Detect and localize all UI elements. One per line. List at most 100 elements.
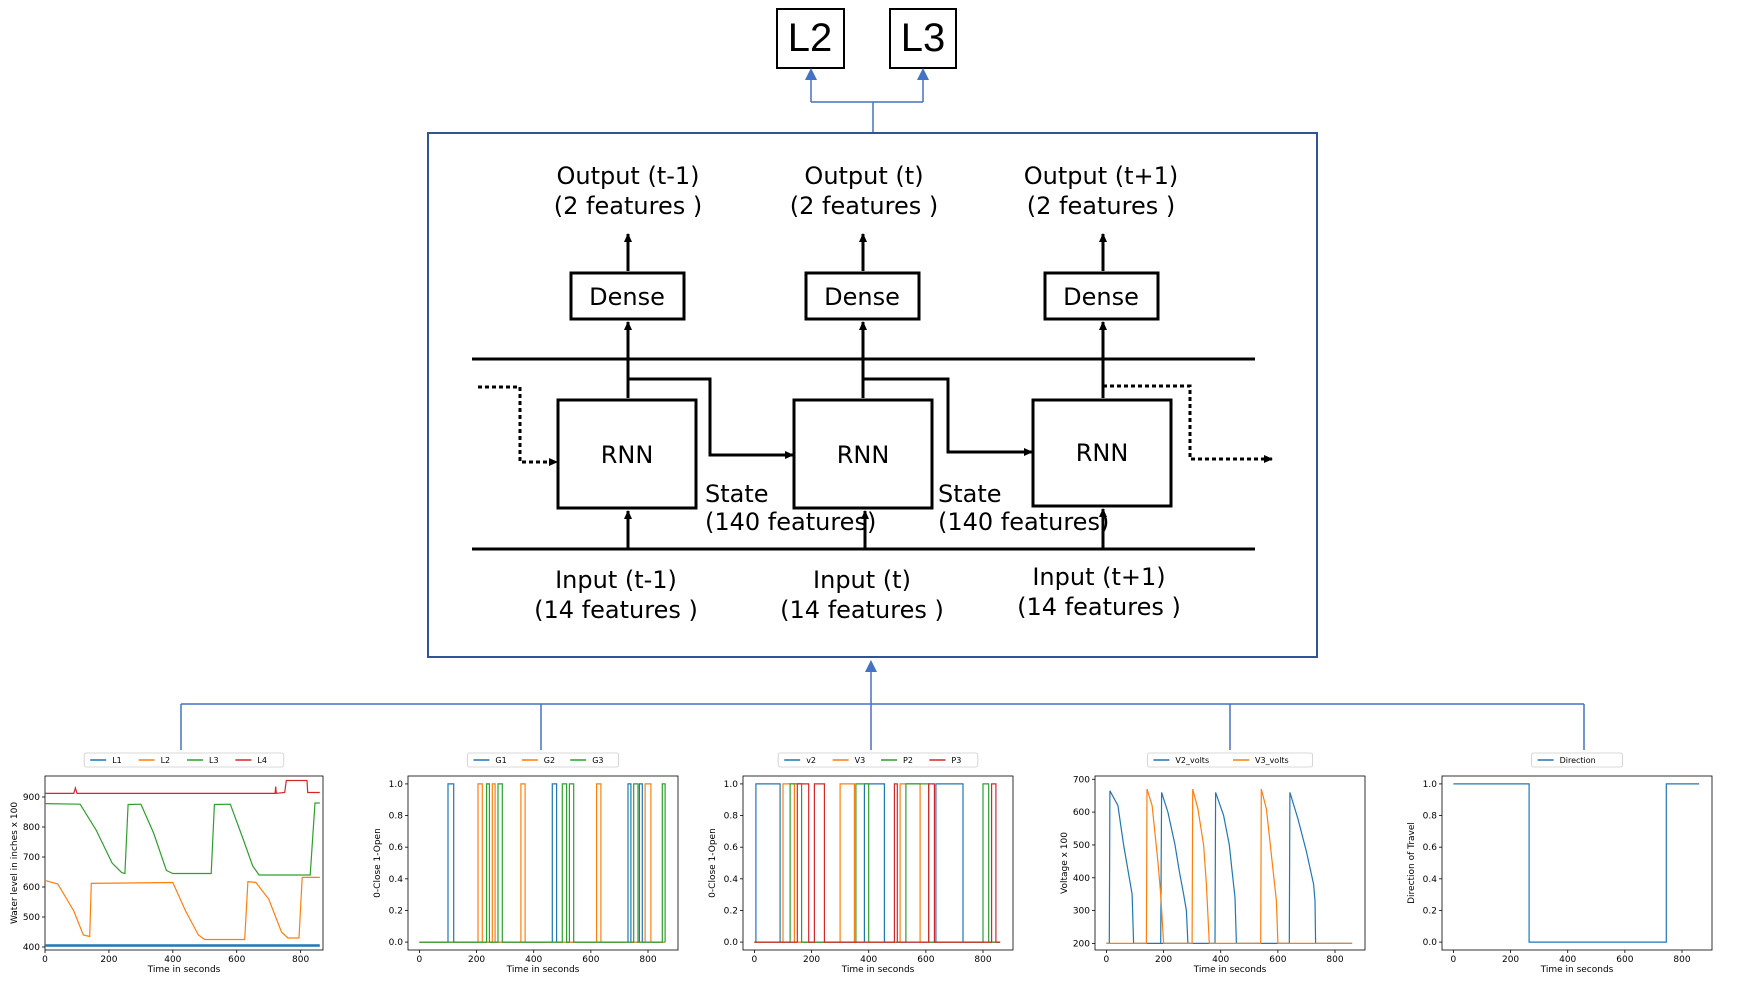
output-t-minus-1-features: (2 features ) <box>554 192 702 220</box>
y-tick-label: 500 <box>1073 841 1090 851</box>
model-frame <box>427 132 1318 658</box>
x-tick-label: 600 <box>1616 955 1633 965</box>
y-tick-label: 0.8 <box>1423 812 1438 822</box>
legend-box <box>1531 752 1623 768</box>
y-tick-label: 600 <box>1073 808 1090 818</box>
output-t-plus-1-label: Output (t+1) <box>1024 162 1179 190</box>
x-tick-label: 200 <box>1502 955 1519 965</box>
legend-entry: V2_volts <box>1175 756 1209 765</box>
y-tick-label: 400 <box>1073 874 1090 884</box>
output-l2-label: L2 <box>788 16 833 60</box>
x-axis-label: Time in seconds <box>1193 965 1267 975</box>
y-tick-label: 200 <box>1073 939 1090 949</box>
input-t-label: Input (t) <box>813 566 911 594</box>
series-line-v2_volts-segment <box>1160 792 1189 944</box>
top-connectors <box>805 68 929 133</box>
y-tick-label: 0.6 <box>389 843 404 853</box>
x-tick-label: 0 <box>1451 955 1457 965</box>
plot-area <box>1441 775 1713 951</box>
dense-label: Dense <box>824 283 900 311</box>
x-tick-label: 800 <box>292 955 309 965</box>
dense-box-t-plus-1: Dense <box>1043 271 1160 321</box>
y-tick-label: 0.0 <box>1423 938 1438 948</box>
legend-entry: V3_volts <box>1255 756 1289 765</box>
legend-box <box>1147 752 1314 768</box>
x-axis-label: Time in seconds <box>506 965 580 975</box>
y-tick-label: 400 <box>23 943 40 953</box>
rnn-label: RNN <box>601 441 654 469</box>
legend-entry: L4 <box>257 756 267 765</box>
series-line-g2 <box>419 783 666 943</box>
legend: V2_volts V3_volts <box>1147 752 1314 768</box>
y-tick-label: 0.4 <box>724 875 739 885</box>
series-line-direction <box>1453 783 1700 943</box>
dense-label: Dense <box>589 283 665 311</box>
x-tick-label: 0 <box>42 955 48 965</box>
x-tick-label: 800 <box>639 955 656 965</box>
y-axis-label: 0-Close 1-Open <box>708 828 718 898</box>
legend: Direction <box>1531 752 1623 768</box>
y-axis-label: Voltage x 100 <box>1060 832 1070 894</box>
y-axis-label: Direction of Travel <box>1407 822 1417 904</box>
output-t-features: (2 features ) <box>790 192 938 220</box>
y-axis-label: 0-Close 1-Open <box>373 828 383 898</box>
legend-entry: Direction <box>1560 756 1596 765</box>
state-arrows <box>628 377 1033 459</box>
output-l3-label: L3 <box>901 16 946 60</box>
x-axis-label: Time in seconds <box>841 965 915 975</box>
x-tick-label: 400 <box>164 955 181 965</box>
y-tick-label: 500 <box>23 913 40 923</box>
plot-area <box>407 775 679 951</box>
legend-box <box>777 752 979 768</box>
output-t-minus-1-label: Output (t-1) <box>556 162 699 190</box>
recurrent-dotted-arrows <box>478 384 1273 466</box>
rnn-cell-t-plus-1: RNN <box>1031 398 1173 508</box>
y-tick-label: 700 <box>1073 775 1090 785</box>
legend-entry: G3 <box>592 756 603 765</box>
y-tick-label: 1.0 <box>389 780 404 790</box>
series-line-l3 <box>44 802 320 876</box>
bottom-connectors <box>180 660 1585 750</box>
state-2-features: (140 features) <box>938 508 1109 536</box>
series-line-l4 <box>45 779 320 795</box>
x-tick-label: 600 <box>228 955 245 965</box>
dense-output-arrows <box>624 233 1107 271</box>
input-t-minus-1-features: (14 features ) <box>534 596 698 624</box>
y-tick-label: 0.0 <box>389 938 404 948</box>
series-line-p3 <box>754 783 1001 943</box>
y-tick-label: 0.0 <box>724 938 739 948</box>
x-tick-label: 0 <box>752 955 758 965</box>
plot-area <box>1094 775 1366 951</box>
x-tick-label: 0 <box>417 955 423 965</box>
x-tick-label: 800 <box>1326 955 1343 965</box>
state-2-label: State <box>938 480 1002 508</box>
rnn-label: RNN <box>1076 439 1129 467</box>
y-tick-label: 600 <box>23 883 40 893</box>
y-tick-label: 1.0 <box>1423 780 1438 790</box>
x-tick-label: 0 <box>1104 955 1110 965</box>
y-axis-label: Water level in inches x 100 <box>10 802 20 924</box>
output-t-plus-1-features: (2 features ) <box>1027 192 1175 220</box>
legend-entry: V3 <box>855 756 866 765</box>
x-tick-label: 600 <box>917 955 934 965</box>
x-axis-label: Time in seconds <box>147 965 221 975</box>
output-l2-box: L2 <box>776 8 845 69</box>
y-tick-label: 0.2 <box>724 906 738 916</box>
x-tick-label: 800 <box>1673 955 1690 965</box>
x-tick-label: 200 <box>803 955 820 965</box>
legend-entry: P2 <box>903 756 913 765</box>
y-tick-label: 900 <box>23 793 40 803</box>
input-t-minus-1-label: Input (t-1) <box>555 566 677 594</box>
state-1-features: (140 features) <box>705 508 876 536</box>
output-l3-box: L3 <box>889 8 957 69</box>
series-line-v3_volts <box>1106 788 1353 945</box>
legend-entry: v2 <box>806 756 816 765</box>
x-tick-label: 200 <box>100 955 117 965</box>
legend-entry: L3 <box>209 756 219 765</box>
